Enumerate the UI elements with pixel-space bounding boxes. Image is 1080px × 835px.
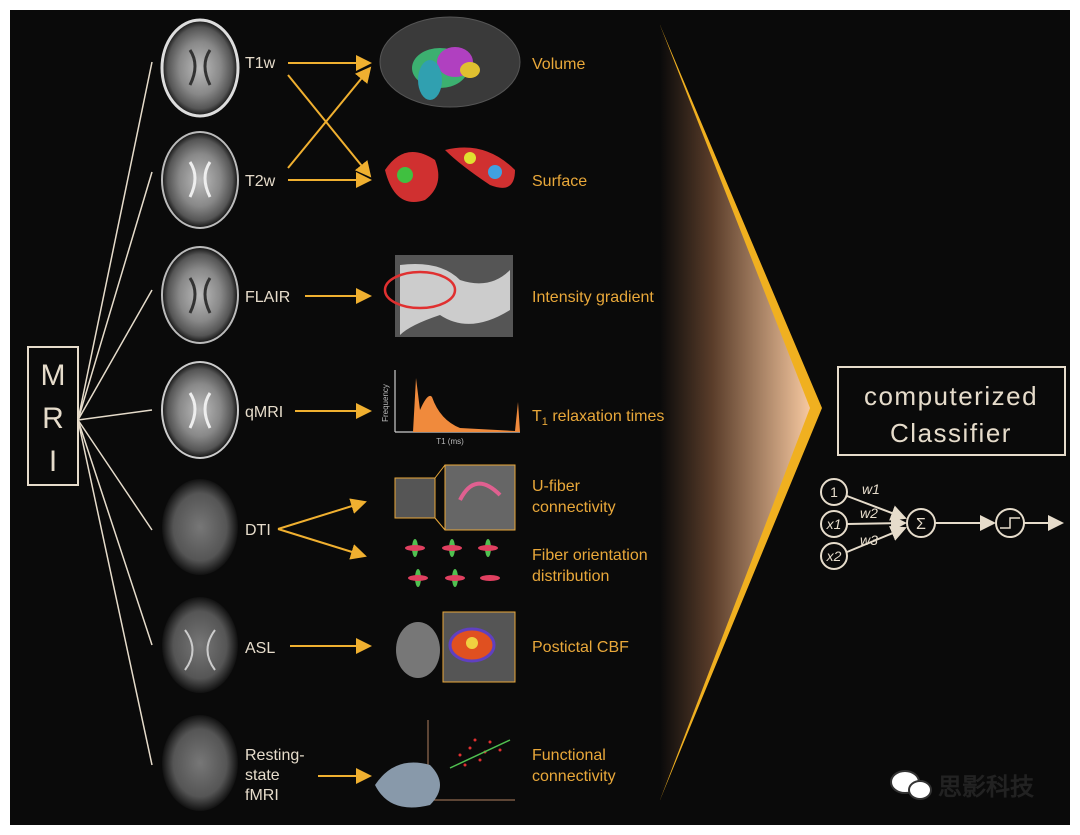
- brain-t1w: [160, 18, 240, 118]
- histogram-ylabel: Frequency: [381, 384, 390, 422]
- label-flair: FLAIR: [245, 289, 290, 306]
- ufiber-image: [394, 464, 516, 531]
- feature-volume: Volume: [532, 56, 585, 73]
- chevron-arrow: [660, 25, 822, 800]
- feature-t1-relaxation: T1 relaxation times: [532, 408, 664, 428]
- histogram-xlabel: T1 (ms): [436, 437, 464, 446]
- weight-w3: w3: [860, 532, 878, 548]
- label-t2w: T2w: [245, 173, 276, 190]
- feature-cbf: Postictal CBF: [532, 639, 629, 656]
- classifier-line1: computerized: [864, 381, 1038, 411]
- classifier-line2: Classifier: [890, 418, 1012, 448]
- label-asl: ASL: [245, 640, 275, 657]
- classifier-box: computerized Classifier: [837, 366, 1066, 456]
- mri-letter: M: [41, 359, 66, 392]
- surface-render: [385, 147, 515, 202]
- label-fmri: fMRI: [245, 787, 279, 804]
- feature-surface: Surface: [532, 173, 587, 190]
- feature-intensity-gradient: Intensity gradient: [532, 289, 654, 306]
- brain-t2w: [161, 131, 239, 229]
- input-x1: x1: [826, 516, 842, 532]
- brain-dti: [162, 479, 238, 575]
- perceptron-labels: 1 x1 x2 w1 w2 w3 Σ: [826, 481, 926, 564]
- brain-scans: [160, 18, 240, 811]
- feature-ufiber: U-fiber: [532, 478, 581, 495]
- flair-gradient-image: [383, 255, 513, 337]
- brain-fmri: [162, 715, 238, 811]
- label-qmri: qMRI: [245, 404, 283, 421]
- input-x2: x2: [826, 548, 842, 564]
- label-fmri: state: [245, 767, 280, 784]
- arrows: [277, 55, 372, 784]
- mri-box: M R I: [27, 346, 79, 486]
- watermark: 思影科技: [890, 770, 1035, 801]
- asl-cbf-image: [396, 611, 516, 683]
- feature-fod: Fiber orientation: [532, 547, 648, 564]
- perceptron: [820, 478, 1064, 570]
- fan-lines: [77, 61, 153, 766]
- feature-fc: Functional: [532, 747, 606, 764]
- weight-w1: w1: [862, 481, 880, 497]
- watermark-text: 思影科技: [938, 773, 1035, 801]
- feature-fc: connectivity: [532, 768, 616, 785]
- brain-qmri: [161, 361, 239, 459]
- volume-render: [379, 16, 521, 108]
- t1-histogram: Frequency T1 (ms): [381, 370, 520, 446]
- fmri-connectivity-plot: [375, 720, 515, 808]
- label-dti: DTI: [245, 522, 271, 539]
- mri-letter: R: [42, 402, 64, 435]
- brain-flair: [161, 246, 239, 344]
- brain-asl: [162, 597, 238, 693]
- weight-w2: w2: [860, 505, 878, 521]
- feature-ufiber: connectivity: [532, 499, 616, 516]
- input-1: 1: [830, 484, 838, 500]
- label-fmri: Resting-: [245, 747, 305, 764]
- mri-letter: I: [49, 445, 57, 478]
- fod-glyphs: [405, 539, 500, 587]
- feature-fod: distribution: [532, 568, 609, 585]
- sum-node: Σ: [916, 516, 926, 533]
- label-t1w: T1w: [245, 55, 276, 72]
